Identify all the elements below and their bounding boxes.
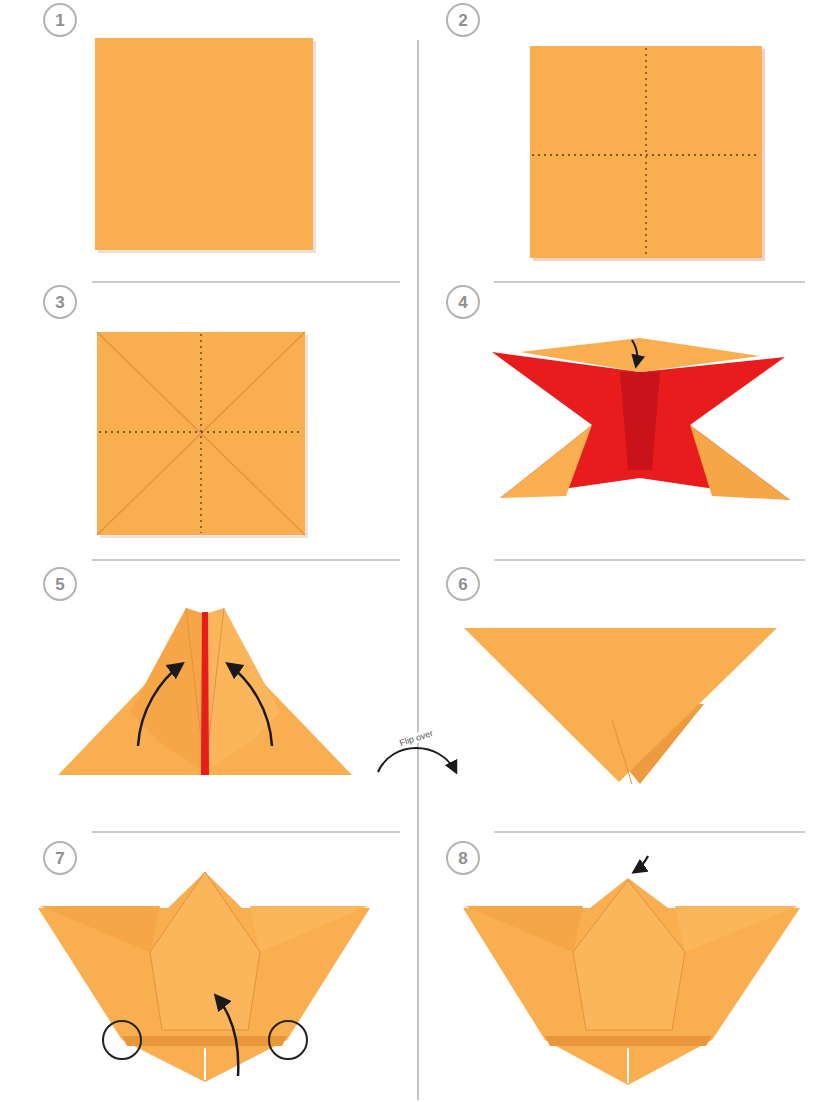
step-number-text: 7 — [55, 850, 64, 867]
step-number-text: 1 — [55, 12, 64, 29]
butterfly-pinched — [463, 856, 800, 1085]
step-number: 5 — [43, 567, 77, 601]
step-number: 2 — [446, 3, 480, 37]
step-number-text: 6 — [458, 576, 467, 593]
step-number: 8 — [446, 841, 480, 875]
collapsing-bow-fold — [492, 338, 790, 500]
folded-triangle-with-flaps — [58, 608, 352, 775]
step-number: 6 — [446, 567, 480, 601]
inverted-triangle — [464, 628, 777, 784]
step-number: 1 — [43, 3, 77, 37]
butterfly-fold — [38, 872, 370, 1082]
creased-square — [530, 46, 765, 261]
flip-label: Flip over — [397, 728, 437, 749]
step-number: 3 — [43, 285, 77, 319]
step-number: 7 — [43, 841, 77, 875]
step-number: 4 — [446, 285, 480, 319]
step-number-text: 3 — [55, 294, 64, 311]
paper-square — [95, 38, 316, 253]
creased-square-diagonals — [97, 332, 308, 538]
step-number-text: 8 — [458, 850, 467, 867]
step-number-text: 2 — [458, 12, 467, 29]
flip-arrow — [378, 748, 456, 772]
step-number-text: 5 — [55, 576, 64, 593]
step-number-text: 4 — [458, 294, 467, 311]
